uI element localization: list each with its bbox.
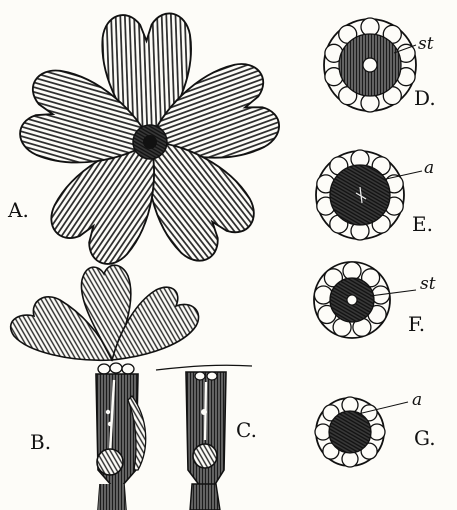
- figure-f-label: F.: [408, 314, 425, 334]
- figure-e-label: E.: [412, 214, 433, 234]
- figure-e-anther-callout: a: [424, 160, 434, 177]
- figure-f-stigma-callout: st: [420, 276, 436, 293]
- figure-b-section: [11, 265, 199, 510]
- figure-b-label: B.: [30, 432, 51, 452]
- figure-c-label: C.: [236, 420, 257, 440]
- figure-a-flower: [15, 13, 285, 273]
- figure-d-label: D.: [414, 88, 436, 108]
- figure-g-anther-callout: a: [412, 392, 422, 409]
- pollen-lobe: [361, 18, 379, 36]
- pollen-lobe: [343, 262, 361, 280]
- figure-f-pollen: [314, 262, 416, 338]
- figure-d-stigma-callout: st: [418, 36, 434, 53]
- figure-e-pollen: [316, 150, 422, 240]
- figure-d-pollen: [324, 18, 416, 112]
- figure-g-label: G.: [414, 428, 436, 448]
- figure-g-pollen: [315, 397, 408, 467]
- figure-a-label: A.: [8, 200, 29, 220]
- pollen-lobe: [361, 94, 379, 112]
